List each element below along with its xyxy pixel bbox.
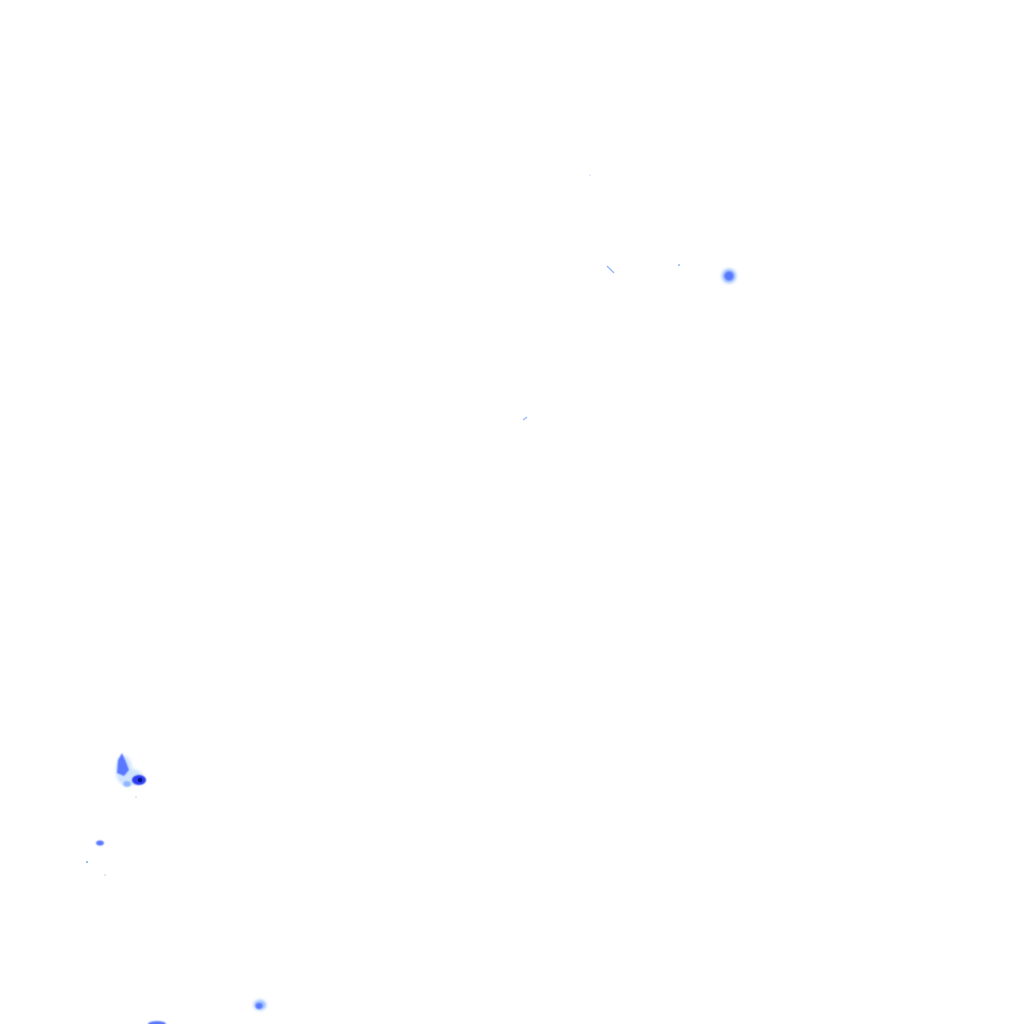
cell-northeast [722,269,736,283]
cell-south-edge [148,1021,166,1024]
cell-south [254,1000,266,1010]
speck-north-streak [606,265,615,274]
speck-north [589,174,680,266]
cell-southwest-cluster [116,753,146,787]
speck-center [522,416,528,421]
cell-southwest-small [85,796,137,876]
